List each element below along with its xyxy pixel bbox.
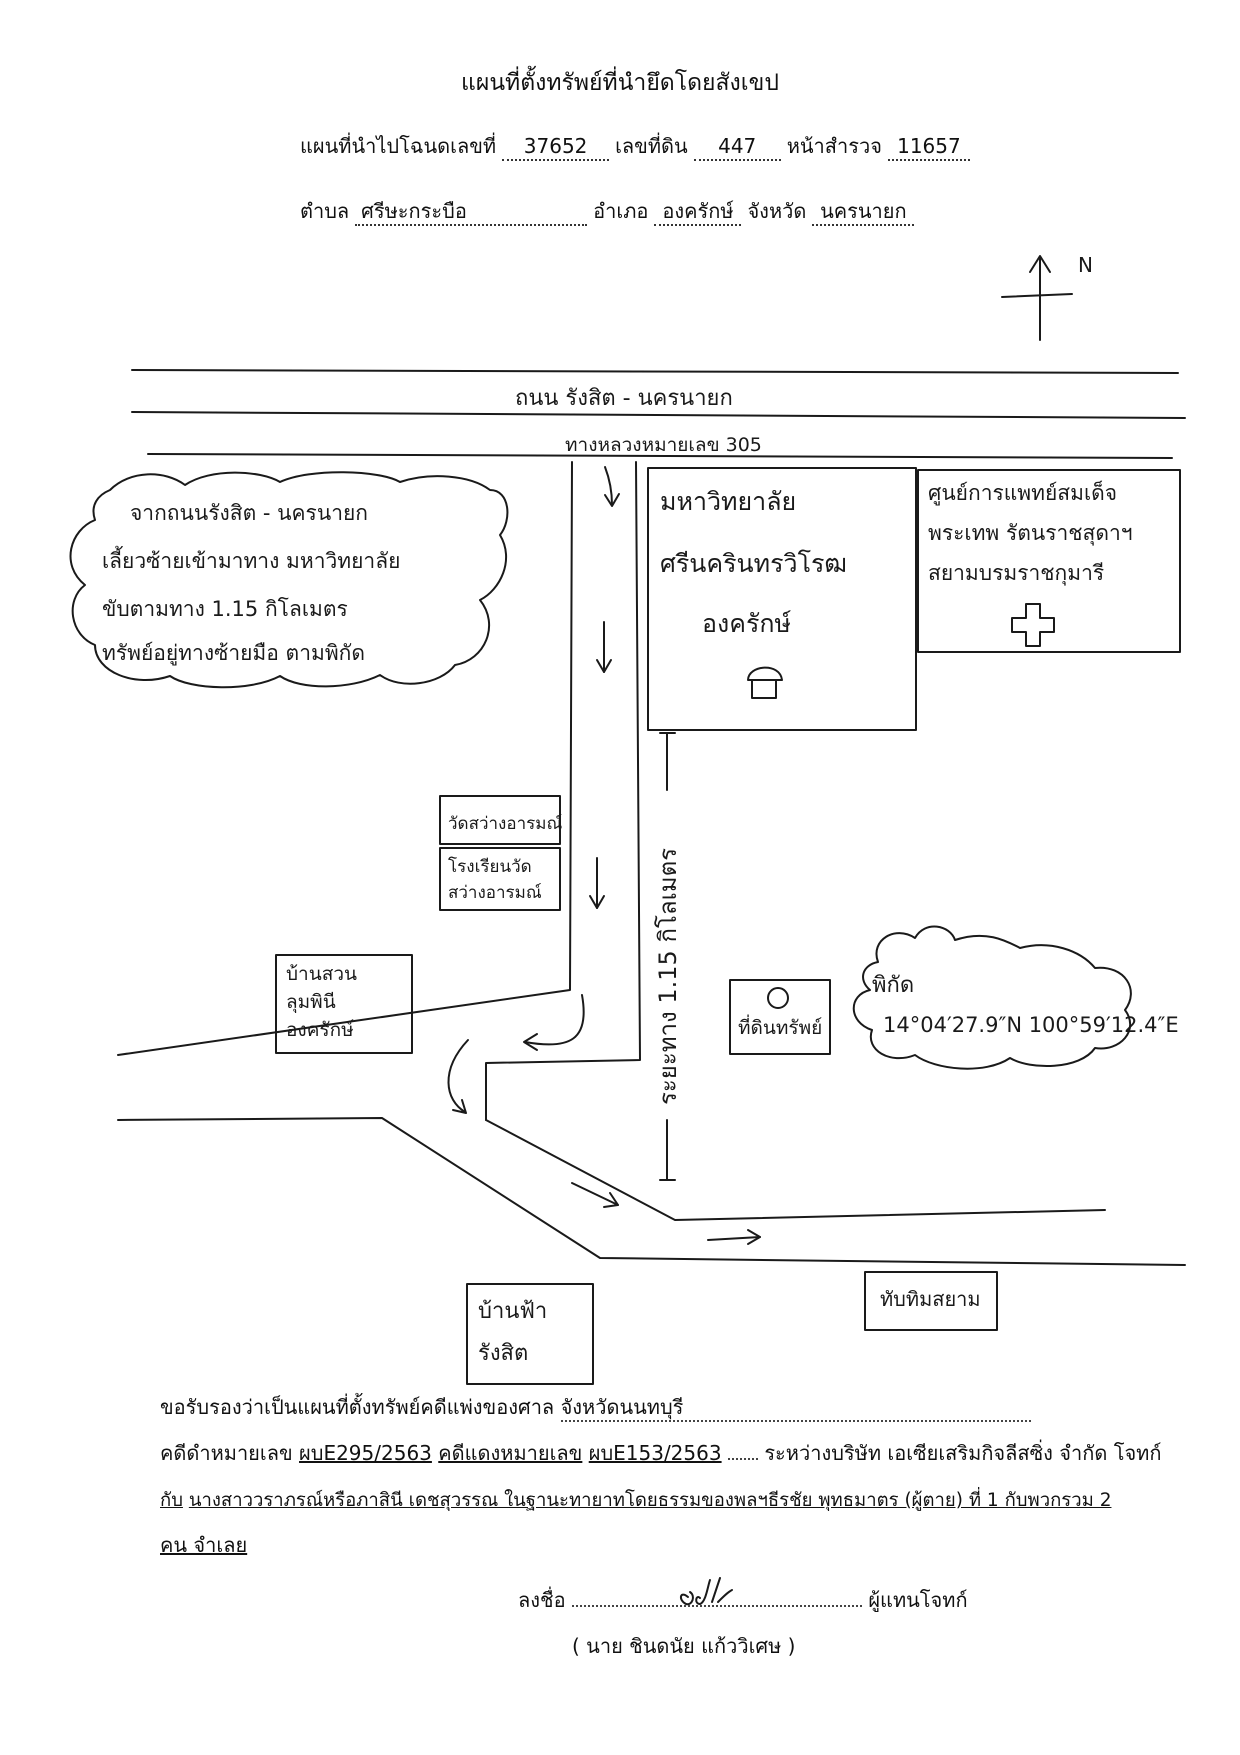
location-line: ตำบลศรีษะกระบืออำเภอองครักษ์จังหวัดนครนา… xyxy=(300,198,920,226)
highway-label: ทางหลวงหมายเลข 305 xyxy=(565,434,762,456)
deed-label: แผนที่นำไปโฉนดเลขที่ xyxy=(300,134,497,158)
page-title: แผนที่ตั้งทรัพย์ที่นำยึดโดยสังเขป xyxy=(461,70,779,96)
hospital-label: ศูนย์การแพทย์สมเด็จ พระเทพ รัตนราชสุดาฯ … xyxy=(928,479,1139,586)
temple-box xyxy=(439,795,561,845)
district-label: อำเภอ xyxy=(593,199,649,223)
footer-line-2: คดีดำหมายเลข ผบE295/2563 คดีแดงหมายเลข ผ… xyxy=(160,1440,1161,1466)
province-label: จังหวัด xyxy=(747,199,807,223)
direction-arrows xyxy=(447,466,761,1245)
coords-value: 14°04′27.9″N 100°59′12.4″E xyxy=(883,1013,1179,1037)
village-label: บ้านสวน ลุมพินี องครักษ์ xyxy=(286,963,363,1041)
district-value: องครักษ์ xyxy=(654,198,742,226)
house2-box xyxy=(864,1271,998,1331)
university-box xyxy=(647,467,917,731)
hospital-cross-icon xyxy=(1011,603,1055,647)
land-label: เลขที่ดิน xyxy=(615,134,688,158)
sign-label: ลงชื่อ xyxy=(518,1588,566,1612)
property-label: ที่ดินทรัพย์ xyxy=(738,1014,822,1039)
deed-number: 37652 xyxy=(502,133,610,161)
house1-box xyxy=(466,1283,594,1385)
footer-line-1: ขอรับรองว่าเป็นแผนที่ตั้งทรัพย์คดีแพ่งขอ… xyxy=(160,1394,1031,1422)
black-case-label: คดีดำหมายเลข xyxy=(160,1441,293,1465)
main-road xyxy=(131,369,1186,459)
coords-label: พิกัด xyxy=(872,973,914,998)
court-value: จังหวัดนนทบุรี xyxy=(560,1394,1031,1422)
signer-name: ( นาย ชินดนัย แก้ววิเศษ ) xyxy=(572,1634,796,1658)
note-cloud xyxy=(69,471,509,689)
main-road-label: ถนน รังสิต - นครนายก xyxy=(515,386,733,411)
school-box xyxy=(439,847,561,911)
university-label: มหาวิทยาลัย ศรีนครินทรวิโรฒ องครักษ์ xyxy=(660,487,855,638)
side-road xyxy=(117,461,1186,1266)
house1-label: บ้านฟ้า รังสิต xyxy=(478,1299,554,1366)
north-label: N xyxy=(1078,253,1093,277)
distance-marker xyxy=(659,732,676,1181)
university-icon xyxy=(747,666,783,699)
footer-line-3: กับ นางสาววราภรณ์หรือภาสินี เดชสุวรรณ ใน… xyxy=(160,1488,1111,1514)
school-label: โรงเรียนวัด สว่างอารมณ์ xyxy=(448,856,542,903)
court-prefix: ขอรับรองว่าเป็นแผนที่ตั้งทรัพย์คดีแพ่งขอ… xyxy=(160,1395,555,1419)
hospital-box xyxy=(917,469,1181,653)
defendant-text: นางสาววราภรณ์หรือภาสินี เดชสุวรรณ ในฐานะ… xyxy=(188,1490,1112,1511)
village-box xyxy=(275,954,413,1054)
land-number: 447 xyxy=(693,133,781,161)
signature-line: ลงชื่อ ผู้แทนโจทก์ xyxy=(518,1585,968,1613)
house2-label: ทับทิมสยาม xyxy=(880,1287,981,1311)
subdistrict-label: ตำบล xyxy=(300,199,350,223)
survey-label: หน้าสำรวจ xyxy=(786,134,882,158)
province-value: นครนายก xyxy=(812,198,915,226)
temple-label: วัดสว่างอารมณ์ xyxy=(448,814,562,834)
note-text: จากถนนรังสิต - นครนายก เลี้ยวซ้ายเข้ามาท… xyxy=(102,501,407,666)
footer-line-4: คน จำเลย xyxy=(160,1532,247,1558)
property-box xyxy=(729,979,831,1055)
property-pin-icon xyxy=(767,987,789,1009)
distance-label: ระยะทาง 1.15 กิโลเมตร xyxy=(654,848,682,1105)
red-case-label: คดีแดงหมายเลข xyxy=(438,1441,583,1465)
north-arrow-icon: N xyxy=(1001,253,1093,341)
defendant-prefix: กับ xyxy=(160,1490,183,1511)
subdistrict-value: ศรีษะกระบือ xyxy=(355,198,588,226)
red-case-value: ผบE153/2563 xyxy=(588,1441,722,1465)
black-case-value: ผบE295/2563 xyxy=(299,1441,432,1465)
coords-cloud xyxy=(852,925,1132,1070)
survey-number: 11657 xyxy=(887,133,970,161)
signature-scribble xyxy=(680,1577,733,1606)
plaintiff-text: ระหว่างบริษัท เอเซียเสริมกิจลีสซิ่ง จำกั… xyxy=(764,1441,1162,1465)
defendant-suffix: คน จำเลย xyxy=(160,1533,248,1557)
sign-role: ผู้แทนโจทก์ xyxy=(868,1588,968,1612)
